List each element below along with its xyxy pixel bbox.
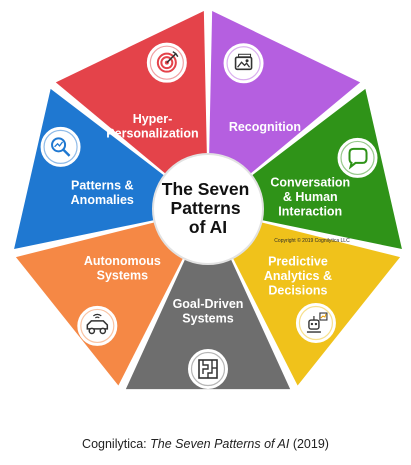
segment-label-line: Recognition <box>229 120 301 134</box>
segment-label-line: Goal-Driven <box>173 297 244 311</box>
segment-label-line: Systems <box>182 312 233 326</box>
segment-label-hyper-personalization: Hyper-Personalization <box>106 112 198 140</box>
caption-suffix: (2019) <box>289 437 329 451</box>
center-title: The Seven Patterns of AI <box>162 179 254 237</box>
segment-predictive-analytics-decisions <box>209 209 401 386</box>
target-icon <box>146 42 187 83</box>
segment-label-line: Interaction <box>278 205 342 219</box>
image-frame-icon <box>223 43 264 84</box>
caption-title: The Seven Patterns of AI <box>150 437 290 451</box>
segment-label-line: Autonomous <box>84 254 161 268</box>
robot-chart-icon <box>295 303 336 344</box>
center-title-line: Patterns <box>171 198 241 218</box>
segment-label-patterns-anomalies: Patterns &Anomalies <box>71 179 134 208</box>
segment-label-line: Personalization <box>106 126 198 140</box>
magnify-chart-icon <box>40 126 81 167</box>
segment-goal-driven-systems <box>125 212 291 390</box>
segment-label-line: Hyper- <box>133 112 173 126</box>
center-title-line: The Seven <box>162 179 250 199</box>
segment-label-line: Decisions <box>268 284 327 298</box>
segment-label-line: Systems <box>97 269 148 283</box>
center-title-line: of AI <box>189 217 227 237</box>
center-circle <box>152 153 264 265</box>
segments-layer <box>14 11 402 390</box>
figure-caption: Cognilytica: The Seven Patterns of AI (2… <box>0 437 411 451</box>
segment-autonomous-systems <box>15 209 207 386</box>
chat-bubble-icon <box>337 137 378 178</box>
icons-layer <box>40 42 378 389</box>
segment-label-line: Conversation <box>270 176 350 190</box>
copyright-notice: Copyright © 2019 Cognilytica LLC <box>274 237 350 244</box>
segment-label-line: Patterns & <box>71 179 134 193</box>
segment-label-recognition: Recognition <box>229 120 301 134</box>
caption-prefix: Cognilytica: <box>82 437 151 451</box>
segment-label-line: Analytics & <box>264 269 332 283</box>
autonomous-car-icon <box>77 305 118 346</box>
segment-label-line: Predictive <box>268 255 328 269</box>
segment-label-line: & Human <box>283 190 338 204</box>
maze-icon <box>188 349 228 389</box>
segment-label-line: Anomalies <box>71 193 134 207</box>
